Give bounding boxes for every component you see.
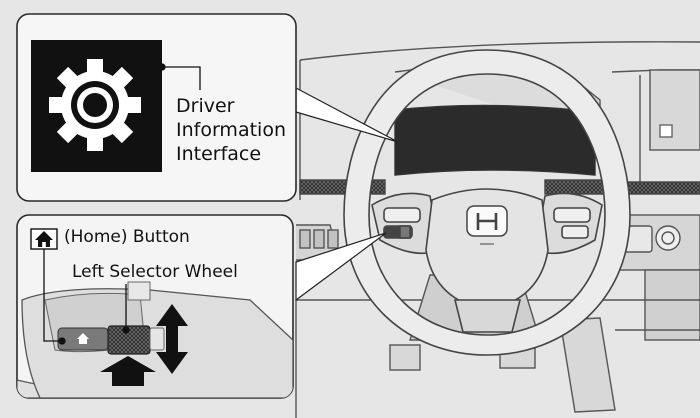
leader-line-home	[43, 249, 66, 345]
leader-line-dii	[158, 63, 201, 90]
leader-line-wheel	[122, 284, 130, 334]
left-selector-wheel-label: Left Selector Wheel	[72, 262, 238, 282]
dii-label-line-2: Information	[176, 119, 286, 141]
steering-wheel	[343, 49, 631, 356]
home-icon-small	[77, 333, 89, 344]
gear-icon	[49, 59, 141, 151]
driver-information-interface-label: Driver Information Interface	[176, 94, 286, 166]
dii-label-line-3: Interface	[176, 143, 262, 165]
zoomed-left-spoke	[17, 281, 293, 398]
honda-logo	[466, 205, 508, 245]
callout-pointers	[295, 87, 399, 302]
dii-label-line-1: Driver	[176, 95, 235, 117]
up-down-arrow-icon	[156, 304, 188, 374]
dashboard-illustration	[295, 41, 700, 418]
home-icon	[30, 228, 58, 250]
press-arrow-icon	[100, 356, 156, 386]
home-button-label: (Home) Button	[64, 227, 190, 247]
